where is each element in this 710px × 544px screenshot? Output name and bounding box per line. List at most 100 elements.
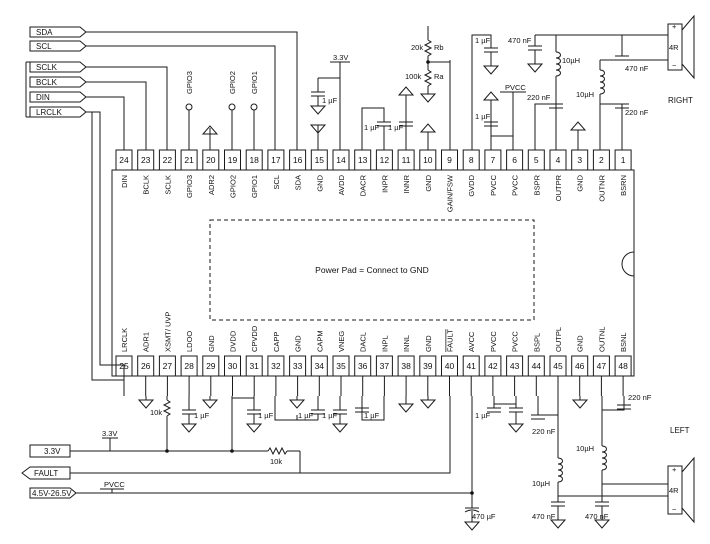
pin-number: 28 xyxy=(184,361,194,371)
svg-text:470 nF: 470 nF xyxy=(532,512,556,521)
gvdd-cap: 1 µF xyxy=(471,34,500,150)
pin-name: FAULT xyxy=(446,329,455,352)
pin-name: BCLK xyxy=(142,175,151,195)
pin-number: 9 xyxy=(447,155,452,165)
pin-number: 7 xyxy=(491,155,496,165)
svg-text:10µH: 10µH xyxy=(576,90,594,99)
pin-number: 32 xyxy=(271,361,281,371)
pin-number: 16 xyxy=(293,155,303,165)
svg-text:3.3V: 3.3V xyxy=(44,447,61,456)
svg-text:100k: 100k xyxy=(405,72,422,81)
svg-text:10k: 10k xyxy=(270,457,282,466)
pin-name: GND xyxy=(424,335,433,352)
pin-number: 48 xyxy=(618,361,628,371)
svg-text:3.3V: 3.3V xyxy=(102,429,117,438)
top-pins: 24DIN23BCLK22SCLK21GPIO320ADR219GPIO218G… xyxy=(115,149,632,212)
svg-text:4R: 4R xyxy=(669,43,679,52)
pin-name: CAPP xyxy=(272,332,281,352)
pin-number: 22 xyxy=(163,155,173,165)
pin-number: 45 xyxy=(553,361,563,371)
svg-text:470 nF: 470 nF xyxy=(585,512,609,521)
adr1-ground xyxy=(137,396,155,409)
pin-number: 8 xyxy=(469,155,474,165)
pin-number: 31 xyxy=(249,361,259,371)
right-outnr-filter: 220 nF 10µH 470 nF xyxy=(576,35,650,150)
pin-name: OUTNL xyxy=(597,327,606,352)
svg-text:GPIO1: GPIO1 xyxy=(250,71,259,94)
svg-text:−: − xyxy=(672,61,677,70)
pin-number: 29 xyxy=(206,361,216,371)
pin-name: SCLK xyxy=(163,175,172,195)
innr-cap xyxy=(397,86,415,150)
pin-number: 43 xyxy=(510,361,520,371)
pin10-ground xyxy=(419,123,437,150)
pin-number: 12 xyxy=(380,155,390,165)
svg-text:1 µF: 1 µF xyxy=(298,411,314,420)
right-speaker: + 4R − RIGHT xyxy=(650,14,695,105)
pin-name: ADR1 xyxy=(142,332,151,352)
pin-name: PVCC xyxy=(489,174,498,195)
pin46-ground xyxy=(571,396,589,409)
svg-text:SCL: SCL xyxy=(36,42,52,51)
pin-name: AVCC xyxy=(467,331,476,352)
pin-number: 23 xyxy=(141,155,151,165)
svg-text:1 µF: 1 µF xyxy=(388,123,404,132)
svg-text:220 nF: 220 nF xyxy=(628,393,652,402)
pin-name: PVCC xyxy=(489,331,498,352)
pin29-ground xyxy=(201,396,219,409)
signal-sclk: SCLK xyxy=(29,61,87,73)
pvcc-top: PVCC 1 µF xyxy=(475,83,526,150)
pin-number: 30 xyxy=(228,361,238,371)
pin-name: GND xyxy=(207,335,216,352)
pin-name: GPIO3 xyxy=(185,175,194,198)
pvcc-left-cap: 1 µF xyxy=(475,396,525,433)
charge-pump-cap: 1 µF xyxy=(274,396,325,421)
pin-number: 38 xyxy=(401,361,411,371)
pin-number: 18 xyxy=(249,155,259,165)
pin-number: 3 xyxy=(577,155,582,165)
gpio-test-points: GPIO3 GPIO2 GPIO1 xyxy=(185,71,259,150)
svg-text:RIGHT: RIGHT xyxy=(668,96,693,105)
svg-text:GPIO3: GPIO3 xyxy=(185,71,194,94)
svg-text:1 µF: 1 µF xyxy=(475,36,491,45)
pin-name: OUTPR xyxy=(554,174,563,201)
svg-text:+: + xyxy=(672,465,677,474)
fault-net: FAULT xyxy=(21,396,451,480)
innl-ground xyxy=(397,396,415,413)
pin-number: 35 xyxy=(336,361,346,371)
pin-name: GND xyxy=(315,174,324,191)
pin-number: 26 xyxy=(141,361,151,371)
right-output-filter: 220 nF 10µH 470 nF xyxy=(508,34,650,150)
svg-text:1 µF: 1 µF xyxy=(322,411,338,420)
right-gnd-pin3 xyxy=(569,121,587,150)
svg-text:10µH: 10µH xyxy=(562,56,580,65)
pin-name: GPIO1 xyxy=(250,175,259,198)
svg-text:GPIO2: GPIO2 xyxy=(228,71,237,94)
svg-text:4.5V-26.5V: 4.5V-26.5V xyxy=(32,489,72,498)
pin-number: 10 xyxy=(423,155,433,165)
pin-name: XSMT/ UVP xyxy=(163,312,172,352)
pin-name: DIN xyxy=(120,175,129,188)
